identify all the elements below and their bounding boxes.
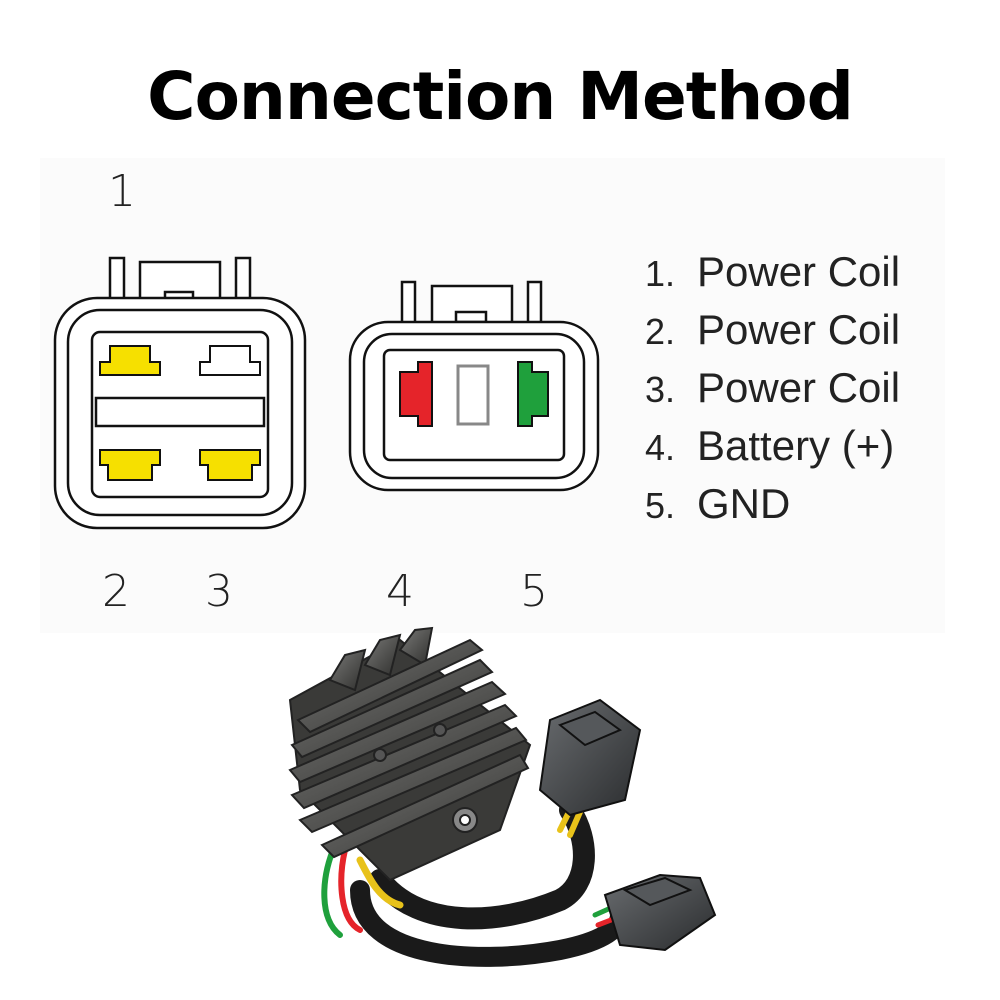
legend-number: 4. [645,427,676,468]
legend-label: Power Coil [697,364,901,411]
legend-label: Power Coil [697,248,901,295]
legend-item: 5. GND [645,480,965,538]
output-plug [603,873,717,952]
legend-label: Power Coil [697,306,901,353]
pin-number-3: 3 [205,566,233,617]
pin-number-4: 4 [386,566,414,617]
coil-plug [538,698,642,817]
coil-pin-2 [99,449,161,481]
pin-legend: 1. Power Coil 2. Power Coil 3. Power Coil 4… [645,248,965,538]
coil-pin-3 [199,449,261,481]
coil-pin-1 [99,345,161,376]
legend-label: GND [697,480,791,527]
legend-number: 3. [645,369,676,410]
pin-number-5: 5 [520,566,548,617]
legend-label: Battery (+) [697,422,895,469]
heatsink [288,626,532,882]
gnd-pin [517,361,549,427]
legend-item: 2. Power Coil [645,306,965,364]
pin-number-2: 2 [102,566,130,617]
legend-item: 4. Battery (+) [645,422,965,480]
battery-pin [399,361,433,427]
legend-number: 5. [645,485,676,526]
pin-number-1: 1 [108,166,136,217]
legend-number: 2. [645,311,676,352]
page-title: Connection Method [147,58,854,135]
legend-number: 1. [645,253,676,294]
empty-pin [456,364,490,426]
legend-item: 1. Power Coil [645,248,965,306]
coil-pin-unused [199,345,261,376]
legend-item: 3. Power Coil [645,364,965,422]
